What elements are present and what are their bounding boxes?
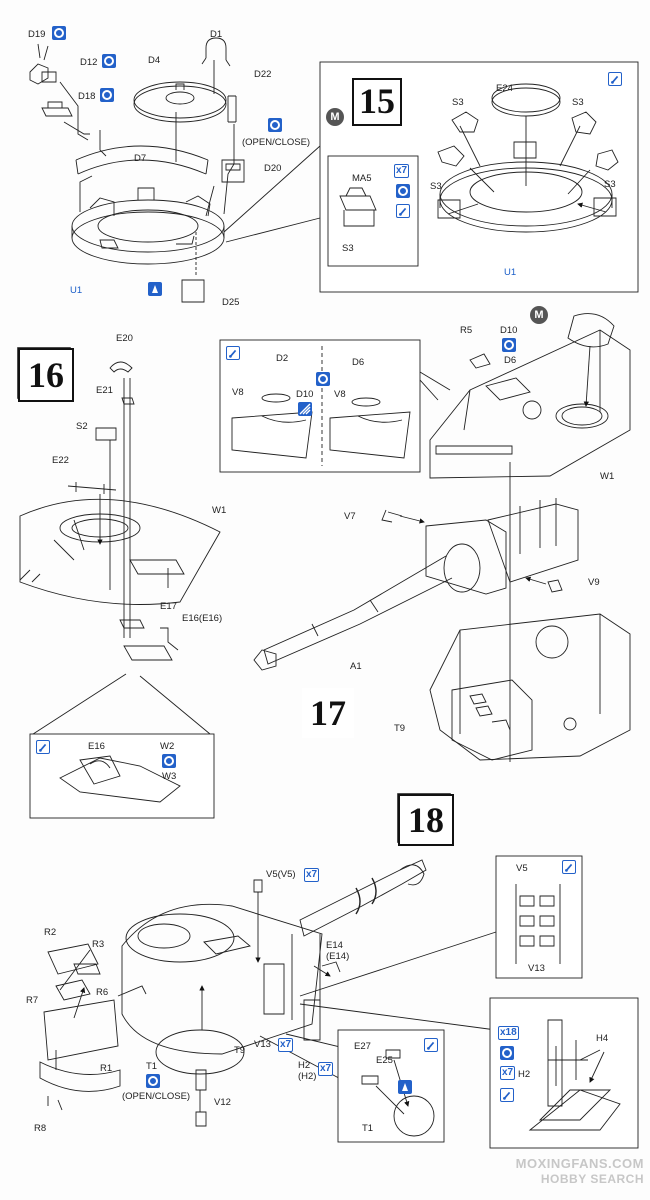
quantity-badge: x7 (304, 868, 320, 882)
assembly-symbol-icon (102, 54, 116, 68)
paint-brush-icon (424, 1038, 438, 1052)
assembly-symbol-icon (316, 372, 330, 386)
assembly-symbol-icon (500, 1046, 514, 1060)
part-label: W2 (160, 741, 175, 752)
part-label: E21 (96, 385, 113, 396)
part-label: D1 (210, 29, 223, 40)
part-label: D12 (80, 57, 98, 68)
part-label: D18 (78, 91, 96, 102)
part-label: T9 (234, 1045, 246, 1056)
part-label: V5(V5) (266, 869, 296, 880)
part-label: (OPEN/CLOSE) (242, 137, 311, 148)
part-label: D10 (500, 325, 518, 336)
part-label: V5 (516, 863, 528, 874)
assembly-symbol-icon (396, 184, 410, 198)
part-label: E16 (88, 741, 105, 752)
part-label: S3 (342, 243, 354, 254)
part-label: D25 (222, 297, 240, 308)
part-label: R6 (96, 987, 109, 998)
part-label: E14 (E14) (326, 940, 350, 962)
part-label: S3 (604, 179, 616, 190)
step-number-16: 16 (18, 348, 74, 402)
part-label: V13 (528, 963, 545, 974)
part-label: W1 (212, 505, 227, 516)
part-label: S3 (452, 97, 464, 108)
step-number-18: 18 (398, 794, 454, 846)
part-label: U1 (70, 285, 83, 296)
part-label: R8 (34, 1123, 47, 1134)
metal-part-mark: M (326, 108, 344, 126)
assembly-symbol-icon (268, 118, 282, 132)
part-label: R3 (92, 939, 105, 950)
watermark-line-1: MOXINGFANS.COM (515, 1156, 644, 1171)
paint-brush-icon (36, 740, 50, 754)
part-label: E25 (376, 1055, 393, 1066)
part-label: E22 (52, 455, 69, 466)
part-label: U1 (504, 267, 517, 278)
part-label: E17 (160, 601, 177, 612)
quantity-badge: x7 (394, 164, 410, 178)
part-label: H4 (596, 1033, 609, 1044)
paint-brush-icon (226, 346, 240, 360)
part-label: R7 (26, 995, 39, 1006)
part-label: T9 (394, 723, 406, 734)
part-label: A1 (350, 661, 362, 672)
part-label: V8 (334, 389, 346, 400)
assembly-symbol-icon (52, 26, 66, 40)
part-label: D10 (296, 389, 314, 400)
paint-brush-icon (562, 860, 576, 874)
part-label: W1 (600, 471, 615, 482)
part-label: V13 (254, 1039, 271, 1050)
part-label: S3 (430, 181, 442, 192)
watermark-line-2: HOBBY SEARCH (540, 1172, 644, 1186)
part-label: D19 (28, 29, 46, 40)
part-label: E20 (116, 333, 133, 344)
part-label: E24 (496, 83, 513, 94)
part-label: W3 (162, 771, 177, 782)
assembly-symbol-icon (502, 338, 516, 352)
part-label: D2 (276, 353, 289, 364)
paint-brush-icon (396, 204, 410, 218)
paint-brush-icon (500, 1088, 514, 1102)
part-label: R2 (44, 927, 57, 938)
assembly-symbol-icon (146, 1074, 160, 1088)
part-label: H2 (H2) (298, 1060, 317, 1082)
quantity-badge: x18 (498, 1026, 519, 1040)
part-label: D6 (504, 355, 517, 366)
assembly-symbol-icon (100, 88, 114, 102)
hatched-part-icon (298, 402, 312, 416)
part-label: V9 (588, 577, 600, 588)
part-label: D22 (254, 69, 272, 80)
quantity-badge: x7 (318, 1062, 334, 1076)
part-label: V12 (214, 1097, 231, 1108)
part-label: R5 (460, 325, 473, 336)
paint-brush-icon (608, 72, 622, 86)
assembly-symbol-icon (162, 754, 176, 768)
part-label: MA5 (352, 173, 372, 184)
part-label: V7 (344, 511, 356, 522)
part-label: E16(E16) (182, 613, 223, 624)
part-label: D7 (134, 153, 147, 164)
part-label: D4 (148, 55, 161, 66)
part-label: T1 (146, 1061, 158, 1072)
metal-part-mark: M (530, 306, 548, 324)
part-label: S3 (572, 97, 584, 108)
part-label: H2 (518, 1069, 531, 1080)
part-label: R1 (100, 1063, 113, 1074)
part-label: E27 (354, 1041, 371, 1052)
part-label: T1 (362, 1123, 374, 1134)
part-label: D20 (264, 163, 282, 174)
step-number-15: 15 (352, 78, 402, 126)
part-label: V8 (232, 387, 244, 398)
part-label: (OPEN/CLOSE) (122, 1091, 191, 1102)
part-label: S2 (76, 421, 88, 432)
step-number-17: 17 (302, 688, 354, 738)
glue-symbol-icon (148, 282, 162, 296)
quantity-badge: x7 (278, 1038, 294, 1052)
quantity-badge: x7 (500, 1066, 516, 1080)
part-label: D6 (352, 357, 365, 368)
glue-symbol-icon (398, 1080, 412, 1094)
